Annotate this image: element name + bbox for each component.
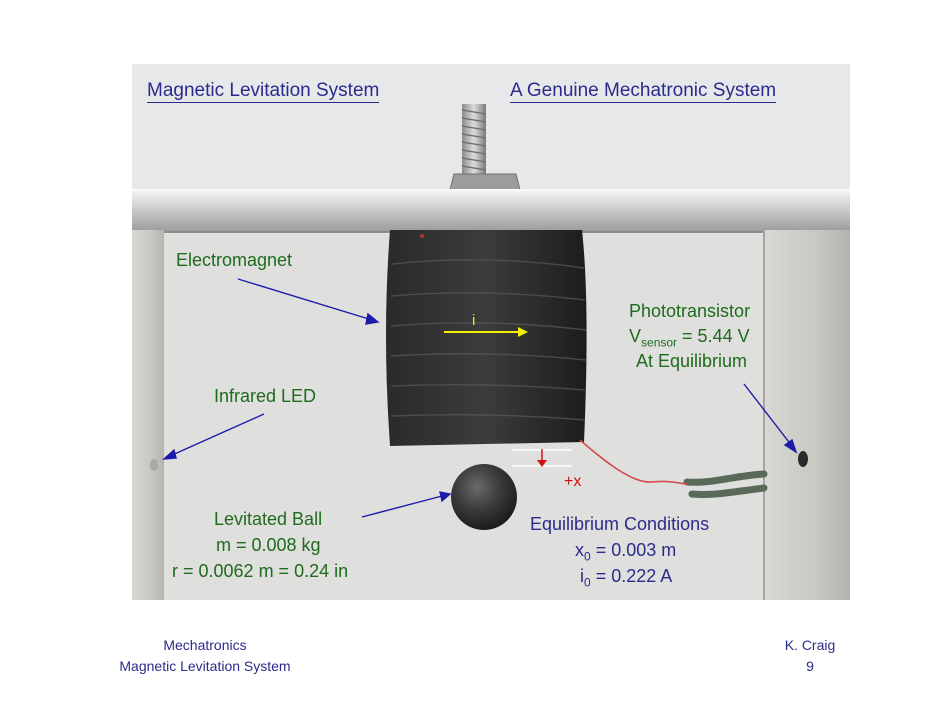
footer-right: K. Craig 9	[770, 635, 850, 677]
infrared-led-label: Infrared LED	[214, 386, 317, 406]
current-arrow-head	[518, 327, 528, 337]
coil-windings	[390, 259, 587, 421]
led-pointer	[169, 413, 265, 457]
phototransistor-sensor	[798, 451, 808, 467]
electromagnet-pointer	[237, 278, 373, 321]
x0-sub: 0	[584, 549, 591, 564]
ball-title-label: Levitated Ball	[214, 509, 323, 529]
phototransistor-pointer-head	[783, 438, 798, 454]
footer-author: K. Craig	[784, 637, 836, 653]
apparatus-drawing	[132, 64, 850, 600]
i0-prefix: i	[580, 566, 584, 586]
right-post	[764, 230, 850, 600]
current-label: i	[472, 312, 476, 329]
title-right: A Genuine Mechatronic System	[510, 80, 777, 103]
aluminum-crossbar	[132, 190, 850, 232]
footer-course: Mechatronics	[163, 637, 247, 653]
ball-pointer	[361, 495, 443, 518]
x0-label: x0 = 0.003 m	[575, 540, 676, 564]
electromagnet-pointer-head	[365, 312, 380, 325]
i0-label: i0 = 0.222 A	[580, 566, 672, 590]
led-pointer-head	[161, 448, 177, 460]
sensor-wire-1	[683, 470, 768, 486]
vsensor-prefix: V	[629, 326, 642, 346]
bolt	[462, 104, 486, 178]
ball-pointer-head	[439, 491, 452, 503]
at-equilibrium-label: At Equilibrium	[636, 351, 748, 371]
i0-sub: 0	[584, 575, 591, 590]
infrared-led	[150, 459, 158, 471]
apparatus-photo	[132, 64, 850, 600]
electromagnet-label: Electromagnet	[176, 250, 293, 270]
levitated-ball	[451, 464, 517, 530]
ball-mass-label: m = 0.008 kg	[216, 535, 321, 555]
plus-x-label: +x	[564, 473, 582, 490]
footer-page-number: 9	[806, 658, 814, 674]
bolt-threads	[461, 109, 487, 171]
x0-prefix: x	[575, 540, 584, 560]
vsensor-label: Vsensor = 5.44 V	[629, 326, 750, 350]
footer-left: Mechatronics Magnetic Levitation System	[100, 635, 310, 677]
equilibrium-title-label: Equilibrium Conditions	[530, 514, 710, 534]
sensor-wire-2	[688, 484, 768, 499]
vsensor-sub: sensor	[641, 335, 678, 350]
coil-lead-wire	[579, 439, 689, 485]
hex-nut	[449, 173, 521, 191]
ball-radius-label: r = 0.0062 m = 0.24 in	[172, 561, 349, 581]
footer-topic: Magnetic Levitation System	[119, 658, 291, 674]
title-left: Magnetic Levitation System	[147, 80, 380, 103]
vsensor-value: = 5.44 V	[677, 326, 750, 346]
phototransistor-label: Phototransistor	[629, 301, 751, 321]
x0-value: = 0.003 m	[590, 540, 677, 560]
left-post	[132, 230, 164, 600]
i0-value: = 0.222 A	[590, 566, 673, 586]
phototransistor-pointer	[743, 383, 793, 447]
x-arrow-head	[537, 460, 547, 467]
electromagnet-coil	[386, 230, 587, 446]
